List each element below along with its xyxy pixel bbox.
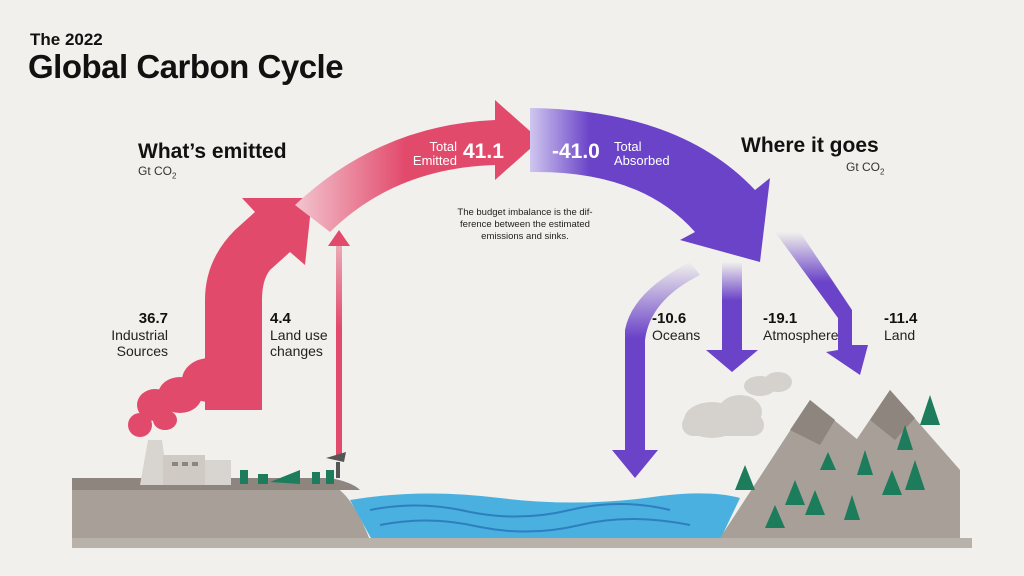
industrial-sources-label: 36.7 Industrial Sources <box>111 310 168 359</box>
cloud-icon <box>682 372 792 438</box>
atmosphere-arrow <box>706 262 758 372</box>
budget-imbalance-note: The budget imbalance is the dif-ference … <box>457 207 593 242</box>
absorbed-arc <box>530 108 770 262</box>
factory <box>140 440 231 485</box>
land-use-arrow-shaft <box>336 243 342 455</box>
atmosphere-label: -19.1 Atmosphere <box>763 310 839 343</box>
total-emitted-value: 41.1 <box>463 140 504 163</box>
emitted-arc <box>295 100 540 232</box>
oceans-arrow <box>612 262 700 478</box>
emitted-unit: Gt CO2 <box>138 164 177 181</box>
left-ground <box>72 485 370 540</box>
industrial-emission-arrow <box>205 198 312 410</box>
goes-unit: Gt CO2 <box>846 160 885 177</box>
land-arrow <box>775 232 868 375</box>
total-absorbed-value: -41.0 <box>552 140 600 163</box>
land-use-arrow-head <box>328 230 350 246</box>
page-subtitle: The 2022 <box>30 30 103 49</box>
land-label: -11.4 Land <box>884 310 918 343</box>
smoke <box>128 358 243 437</box>
page-title: Global Carbon Cycle <box>28 48 344 85</box>
goes-heading: Where it goes <box>741 134 879 157</box>
ocean <box>350 493 740 540</box>
mountain-right <box>790 390 960 538</box>
emitted-heading: What’s emitted <box>138 140 287 163</box>
oceans-label: -10.6 Oceans <box>652 310 701 343</box>
land-use-label: 4.4 Land use changes <box>270 310 328 359</box>
